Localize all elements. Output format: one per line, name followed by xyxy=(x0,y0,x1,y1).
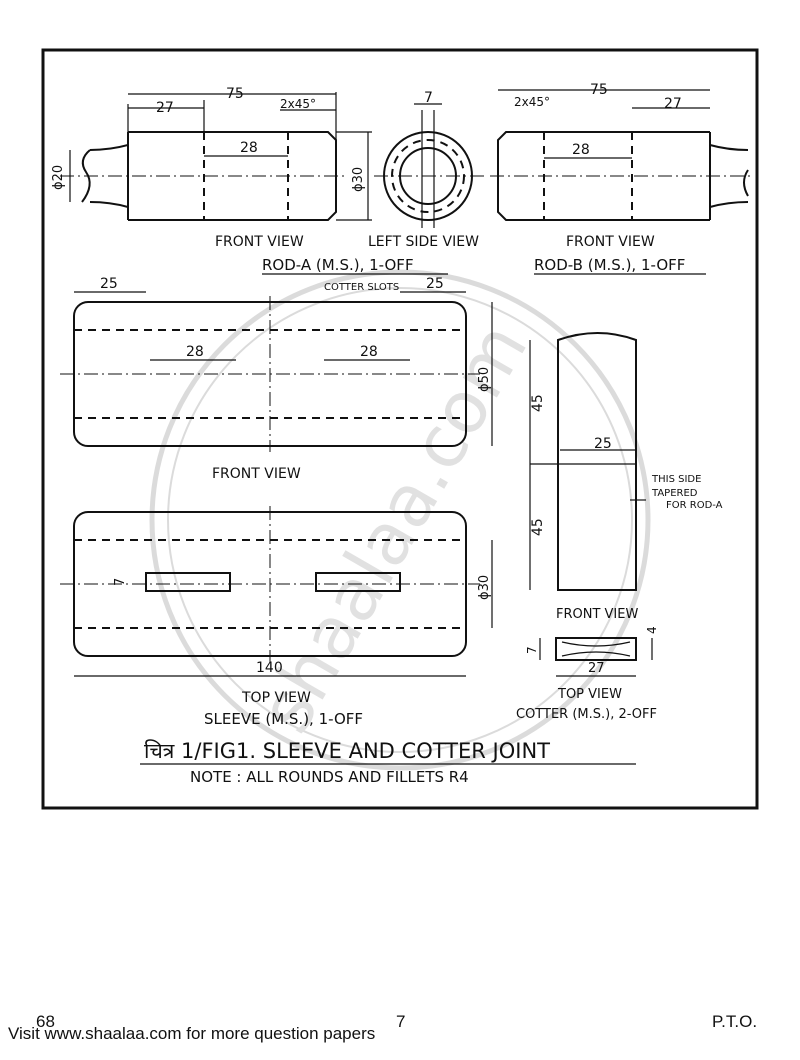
left-side-view-label: LEFT SIDE VIEW xyxy=(368,234,479,250)
cotter-front-view-label: FRONT VIEW xyxy=(556,607,638,622)
cotter-top-view-label: TOP VIEW xyxy=(557,687,622,702)
sleeve-top-view: 7 ϕ30 140 TOP VIEW SLEEVE (M.S.), 1-OFF xyxy=(60,506,493,728)
sleeve-slot-28-right: 28 xyxy=(360,344,378,360)
cotter-note-3: FOR ROD-A xyxy=(666,500,723,511)
rod-b-chamfer: 2x45° xyxy=(514,95,550,109)
cotter-title: COTTER (M.S.), 2-OFF xyxy=(516,707,657,722)
cotter-top-view: 7 4 27 TOP VIEW COTTER (M.S.), 2-OFF xyxy=(516,626,659,722)
cotter-dim-45-top: 45 xyxy=(530,394,546,412)
pto-label: P.T.O. xyxy=(712,1012,758,1031)
cotter-slots-label: COTTER SLOTS xyxy=(324,282,399,293)
rod-a-dim-27: 27 xyxy=(156,100,174,116)
visit-link[interactable]: Visit www.shaalaa.com for more question … xyxy=(8,1024,376,1043)
sleeve-dim-140: 140 xyxy=(256,660,283,676)
cotter-note-1: THIS SIDE xyxy=(651,474,701,485)
rod-a-slot-28: 28 xyxy=(240,140,258,156)
sleeve-top-dim-7: 7 xyxy=(113,578,128,586)
rod-b-slot-28: 28 xyxy=(572,142,590,158)
rod-a-dia-20: ϕ20 xyxy=(51,165,66,190)
sleeve-top-dia-30: ϕ30 xyxy=(477,575,492,600)
rod-a-dia-30: ϕ30 xyxy=(351,167,366,192)
rod-b-dim-27: 27 xyxy=(664,96,682,112)
rod-b-dim-75: 75 xyxy=(590,82,608,98)
sleeve-slot-28-left: 28 xyxy=(186,344,204,360)
cotter-dim-45-bottom: 45 xyxy=(530,518,546,536)
rod-a-front-view: 75 27 2x45° 28 ϕ20 ϕ30 FRONT VIEW ROD-A … xyxy=(51,86,448,275)
figure-title: चित्र 1/FIG1. SLEEVE AND COTTER JOINT xyxy=(144,739,550,763)
left-side-dim-7: 7 xyxy=(424,90,433,106)
sleeve-top-view-label: TOP VIEW xyxy=(241,690,311,706)
rod-b-front-view: 2x45° 75 27 28 FRONT VIEW ROD-B (M.S.), … xyxy=(490,82,752,275)
cotter-top-dim-7: 7 xyxy=(525,646,539,654)
sleeve-front-view: 25 COTTER SLOTS 25 28 28 ϕ50 FRONT VIEW xyxy=(60,276,493,482)
rod-b-front-view-label: FRONT VIEW xyxy=(566,234,655,250)
drawing-note: NOTE : ALL ROUNDS AND FILLETS R4 xyxy=(190,768,469,786)
cotter-top-dim-4: 4 xyxy=(645,626,659,634)
sleeve-dia-50: ϕ50 xyxy=(477,367,492,392)
sleeve-title: SLEEVE (M.S.), 1-OFF xyxy=(204,710,363,728)
rod-a-dim-75: 75 xyxy=(226,86,244,102)
cotter-dim-25: 25 xyxy=(594,436,612,452)
page-number-center: 7 xyxy=(396,1012,406,1031)
drawing-border xyxy=(41,48,759,810)
sleeve-dim-25-left: 25 xyxy=(100,276,118,292)
rod-a-title: ROD-A (M.S.), 1-OFF xyxy=(262,256,414,274)
page-number-left: 68 xyxy=(36,1012,55,1031)
rod-a-chamfer: 2x45° xyxy=(280,97,316,111)
rod-b-title: ROD-B (M.S.), 1-OFF xyxy=(534,256,685,274)
sleeve-front-view-label: FRONT VIEW xyxy=(212,466,301,482)
rod-a-front-view-label: FRONT VIEW xyxy=(215,234,304,250)
cotter-note-2: TAPERED xyxy=(651,488,698,499)
sleeve-dim-25-right: 25 xyxy=(426,276,444,292)
left-side-view: 7 LEFT SIDE VIEW xyxy=(368,90,484,250)
cotter-top-dim-27: 27 xyxy=(588,661,605,676)
cotter-front-view: 45 45 25 THIS SIDE TAPERED FOR ROD-A FRO… xyxy=(529,332,723,622)
